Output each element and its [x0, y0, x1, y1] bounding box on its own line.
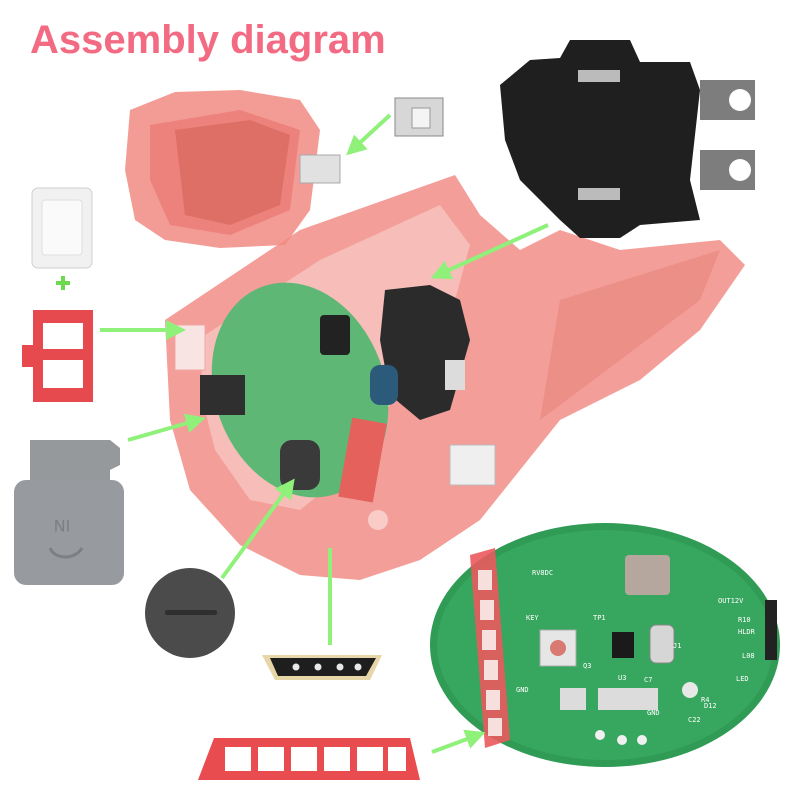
- arrow-clip-to-housing: [430, 223, 549, 280]
- arrow-cap-to-housing: [127, 413, 206, 442]
- pcb-label-led: LED: [736, 675, 749, 683]
- pcb-label-q3: Q3: [583, 662, 591, 670]
- installed-battery-clip: [380, 285, 470, 420]
- battery-clip-part: [500, 40, 755, 238]
- pcb-label-d12: D12: [704, 702, 717, 710]
- pcb-label-l08: L08: [742, 652, 755, 660]
- rubber-cap-part: IN: [14, 440, 124, 585]
- pcb-label-key: KEY: [526, 614, 539, 622]
- pcb-label-gnd-2: GND: [647, 709, 660, 717]
- clear-lens-part: [31, 187, 93, 269]
- cap-marking: IN: [54, 516, 71, 535]
- diagram-title: Assembly diagram: [30, 18, 386, 62]
- pcb-grille: [470, 548, 510, 748]
- pcb-label-gnd: GND: [516, 686, 529, 694]
- pcb-label-r4: R4: [701, 696, 709, 704]
- arrow-contact-to-cap: [346, 113, 392, 156]
- screw-hole: [368, 510, 388, 530]
- pcb-label-r10: R10: [738, 616, 751, 624]
- pcb-label-out12v: OUT12V: [718, 597, 744, 605]
- metal-contact-part: [394, 97, 444, 137]
- pcb-label-tp1: TP1: [593, 614, 606, 622]
- pcb-label-j1: J1: [673, 642, 681, 650]
- pcb-label-rv8dc: RV8DC: [532, 569, 553, 577]
- round-button-part: [145, 568, 235, 658]
- plus-sign: [56, 276, 70, 290]
- pcb-label-c22: C22: [688, 716, 701, 724]
- installed-pcb: [174, 282, 496, 503]
- pcb-label-hldr: HLDR: [738, 628, 756, 636]
- arrow-button-to-housing: [220, 478, 295, 580]
- red-grille-part: [198, 738, 420, 780]
- pcb-label-u3: U3: [618, 674, 626, 682]
- arrow-grille-to-pcb: [431, 729, 486, 754]
- assembly-arrows: [100, 113, 549, 754]
- pcb-label-c7: C7: [644, 676, 652, 684]
- end-cap-part: [125, 90, 341, 248]
- red-bracket-part: [22, 310, 93, 402]
- pcb-part: KEY TP1 GND GND OUT12V R10 HLDR L08 J1 C…: [430, 523, 780, 767]
- light-strip-part: [262, 655, 382, 680]
